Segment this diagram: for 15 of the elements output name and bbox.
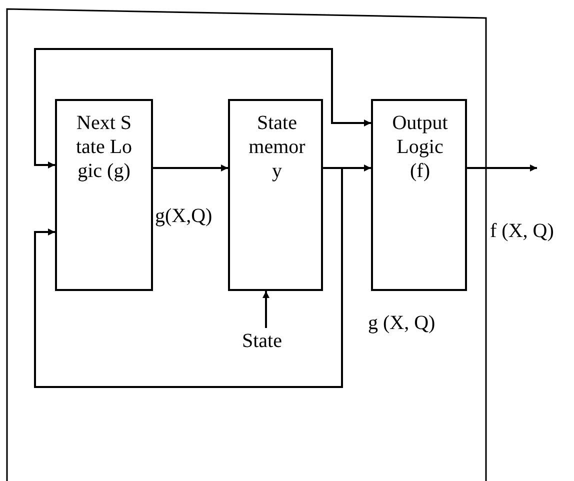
signal-label: State: [242, 330, 282, 353]
logic-block: [55, 99, 153, 291]
block-label: Next State Logic (g): [75, 111, 133, 183]
arrow: [467, 164, 537, 172]
logic-block: [228, 99, 323, 291]
block-label: State memory: [248, 111, 306, 183]
block-label: Output Logic (f): [391, 111, 449, 183]
arrow: [262, 291, 270, 328]
edge-label: g(X,Q): [155, 205, 212, 227]
edge-label: f (X, Q): [490, 220, 554, 242]
arrow: [153, 164, 228, 172]
signal-label: g (X, Q): [368, 312, 436, 335]
arrow: [34, 48, 371, 168]
logic-block: [371, 99, 467, 291]
arrow: [34, 167, 343, 388]
